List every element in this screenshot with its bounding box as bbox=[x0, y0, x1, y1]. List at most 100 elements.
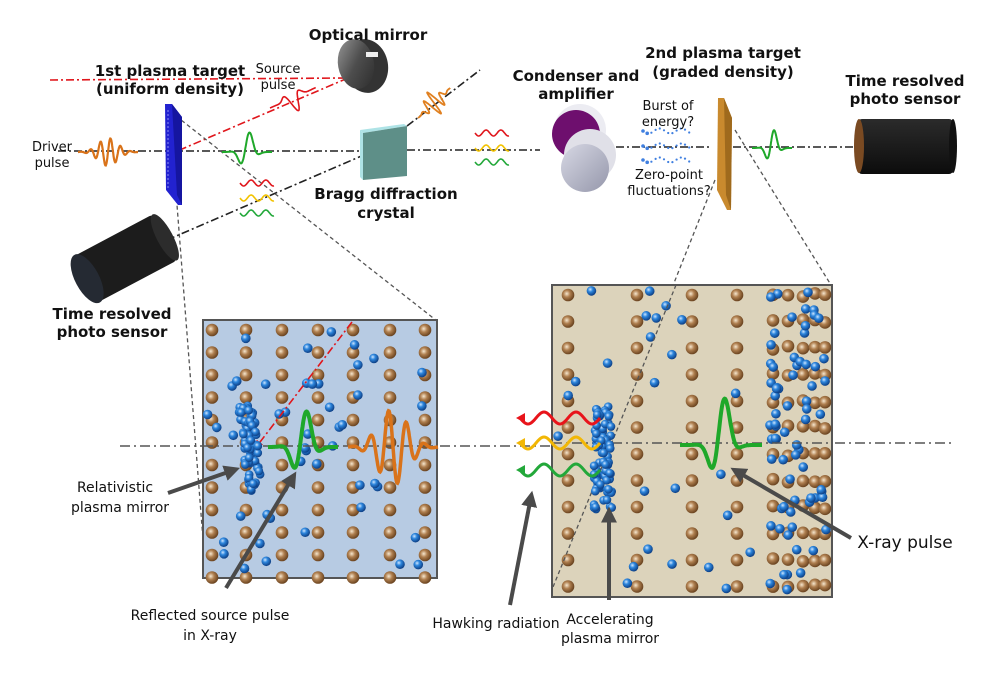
reflected-xray-pulse-wave bbox=[268, 409, 338, 470]
xray-pulse-top-wave bbox=[222, 131, 272, 165]
fluctuation-dot bbox=[654, 157, 657, 160]
ion-particle bbox=[685, 500, 699, 514]
ion-particle bbox=[685, 474, 699, 487]
ion-particle bbox=[383, 481, 397, 494]
left-photo-sensor-icon bbox=[70, 214, 179, 304]
ion-particle bbox=[730, 580, 744, 593]
ion-particle bbox=[781, 288, 795, 302]
electron-particle bbox=[667, 559, 677, 569]
ion-particle bbox=[418, 346, 432, 359]
ion-particle bbox=[311, 571, 325, 584]
ion-particle bbox=[418, 323, 432, 337]
ion-particle bbox=[766, 314, 780, 327]
ion-particle bbox=[685, 553, 699, 567]
ion-particle bbox=[346, 323, 360, 337]
electron-particle bbox=[791, 440, 802, 450]
label-first-target-1: 1st plasma target bbox=[95, 62, 245, 80]
fluctuation-dot bbox=[688, 146, 691, 149]
hawking-yellow-wave bbox=[518, 435, 602, 451]
label-burst-2: energy? bbox=[642, 115, 694, 130]
ion-particle bbox=[205, 346, 219, 359]
ion-particle bbox=[630, 288, 644, 302]
ion-particle bbox=[730, 500, 744, 514]
electron-particle bbox=[253, 448, 263, 458]
electron-particle bbox=[239, 563, 250, 574]
fluctuation-dot bbox=[662, 158, 666, 161]
electron-particle bbox=[239, 429, 248, 439]
ion-particle bbox=[311, 481, 325, 494]
ion-particle bbox=[418, 548, 432, 562]
ion-particle bbox=[685, 341, 699, 355]
electron-particle bbox=[779, 427, 790, 438]
electron-particle bbox=[730, 388, 741, 399]
electron-particle bbox=[771, 408, 781, 419]
label-source-pulse-2: pulse bbox=[261, 78, 296, 93]
driver-pulse-lower-wave bbox=[347, 408, 439, 486]
electron-particle bbox=[817, 492, 828, 503]
fluctuation-dot bbox=[675, 129, 678, 132]
source-beam-lower bbox=[255, 321, 353, 449]
electron-particle bbox=[604, 484, 613, 494]
right-photo-sensor-icon bbox=[854, 119, 957, 174]
fluctuation-dot bbox=[658, 127, 661, 130]
ion-particle bbox=[808, 475, 822, 488]
fluctuation-dot bbox=[688, 131, 691, 134]
electron-particle bbox=[703, 562, 714, 573]
electron-particle bbox=[211, 422, 222, 433]
label-reflected-1: Reflected source pulse bbox=[131, 608, 290, 624]
electron-particle bbox=[788, 370, 798, 380]
hawking-red-wave-top bbox=[239, 179, 275, 187]
electron-particle bbox=[766, 340, 776, 350]
electron-particle bbox=[821, 524, 831, 535]
ion-particle bbox=[561, 368, 575, 381]
xray-pulse-lower-right-wave bbox=[680, 396, 762, 470]
electron-particle bbox=[326, 327, 337, 337]
electron-particle bbox=[790, 450, 801, 460]
ion-particle bbox=[205, 526, 219, 539]
ion-particle bbox=[818, 446, 832, 460]
electron-particle bbox=[815, 409, 826, 420]
ion-particle bbox=[781, 339, 795, 353]
ion-particle bbox=[346, 571, 360, 584]
ion-particle bbox=[383, 503, 397, 517]
graded-density-panel bbox=[551, 284, 833, 598]
electron-particle bbox=[604, 412, 613, 421]
electron-particle bbox=[246, 436, 256, 445]
label-first-target-2: (uniform density) bbox=[96, 80, 244, 98]
hawking-green-arrowhead bbox=[516, 465, 525, 475]
fluctuation-dot bbox=[688, 160, 691, 163]
pointer-hawking bbox=[508, 490, 538, 606]
electron-particle bbox=[410, 532, 421, 543]
electron-particle bbox=[787, 312, 797, 322]
electron-particle bbox=[770, 419, 781, 430]
electron-particle bbox=[563, 390, 573, 401]
electron-particle bbox=[253, 441, 263, 451]
fluctuation-dot bbox=[645, 160, 649, 165]
second-plasma-target-icon bbox=[717, 98, 732, 210]
source-pulse-wave bbox=[269, 86, 316, 112]
ion-particle bbox=[205, 458, 219, 472]
fluctuation-dot bbox=[662, 129, 666, 132]
electron-particle bbox=[813, 313, 824, 323]
pointer-reflected-pulse bbox=[224, 471, 297, 590]
ion-particle bbox=[205, 323, 219, 337]
ion-particle bbox=[561, 553, 575, 567]
fluctuation-dot bbox=[683, 128, 687, 131]
ion-particle bbox=[346, 548, 360, 562]
hawking-green-wave bbox=[518, 462, 602, 478]
ion-particle bbox=[275, 323, 289, 337]
electron-particle bbox=[353, 390, 363, 400]
ion-particle bbox=[818, 422, 832, 435]
electron-particle bbox=[770, 433, 781, 444]
fluctuation-dot bbox=[671, 132, 674, 135]
electron-particle bbox=[236, 408, 246, 417]
ion-particle bbox=[275, 548, 289, 562]
label-hawking: Hawking radiation bbox=[432, 616, 559, 632]
electron-particle bbox=[722, 510, 733, 521]
electron-particle bbox=[602, 476, 612, 485]
ion-particle bbox=[796, 526, 810, 540]
fluctuation-dot bbox=[671, 161, 674, 164]
optical-mirror-icon bbox=[337, 39, 389, 93]
ion-particle bbox=[796, 474, 810, 488]
